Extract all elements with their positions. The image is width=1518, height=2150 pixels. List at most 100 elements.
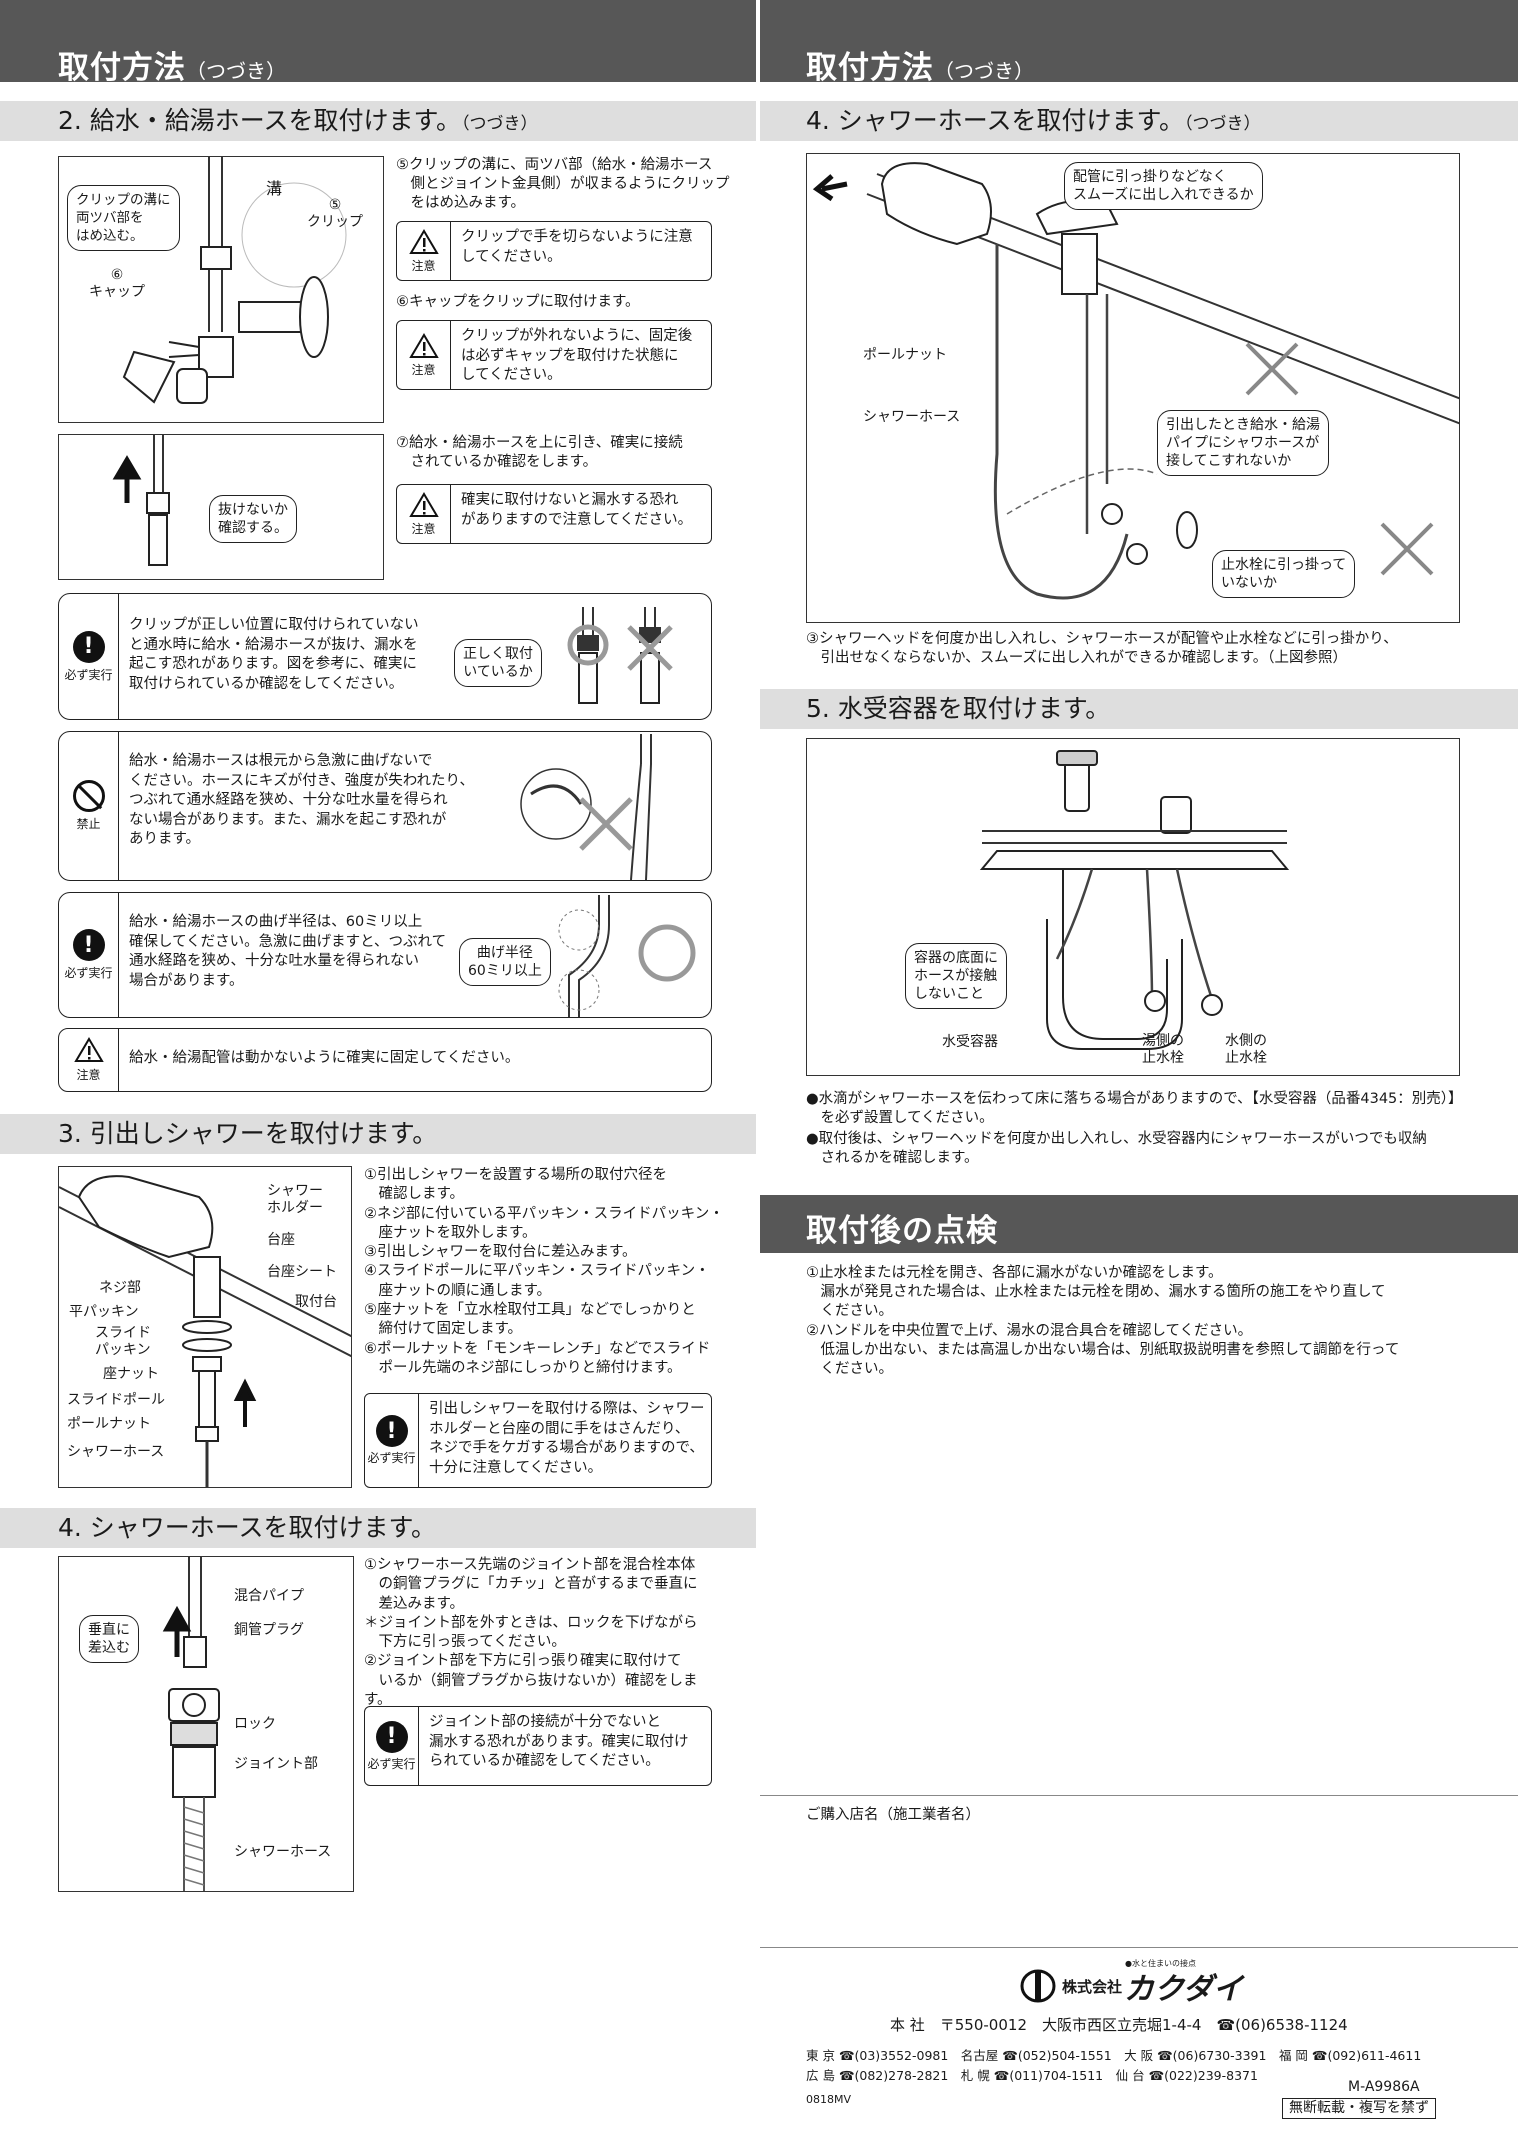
tagline: ●水と住まいの接点 [1125, 1959, 1196, 1968]
caution-icon-3: 注意 [397, 485, 451, 543]
base-label: 台座 [267, 1232, 295, 1248]
left-header: 取付方法（つづき） [0, 0, 756, 86]
container-bottom-bubble: 容器の底面に ホースが接触 しないこと [905, 943, 1007, 1009]
shower-install-illustration [59, 1175, 351, 1487]
step-5-text: ⑤クリップの溝に、両ツバ部（給水・給湯ホース 側とジョイント金具側）が収まるよう… [396, 157, 730, 211]
slide-pole-label: スライドポール [67, 1392, 165, 1408]
mount-label: 取付台 [295, 1294, 337, 1310]
caution-text-3: 確実に取付けないと漏水する恐れ がありますので注意してください。 [461, 492, 693, 528]
exclamation-icon: ! [375, 1415, 408, 1447]
water-receiver-label: 水受容器 [942, 1034, 998, 1050]
caution-box-3: 注意 確実に取付けないと漏水する恐れ がありますので注意してください。 [396, 484, 712, 544]
must-icon-2: !必ず実行 [59, 893, 119, 1017]
shower-holder-label: シャワー ホルダー [267, 1183, 323, 1216]
clip-illustration [122, 157, 347, 404]
section-4-cont-heading: 4. シャワーホースを取付けます。（つづき） [760, 101, 1518, 141]
caution-icon-1: 注意 [397, 222, 451, 280]
section-4-heading: 4. シャワーホースを取付けます。 [0, 1508, 756, 1548]
seat-nut-label: 座ナット [103, 1366, 159, 1382]
exclamation-icon: ! [72, 929, 105, 961]
water-receiver-illustration [979, 750, 1290, 1050]
shower-hose-label: シャワーホース [67, 1444, 165, 1460]
prohibit-icon-cell: 禁止 [59, 732, 119, 880]
must-icon-4: !必ず実行 [365, 1707, 419, 1785]
joint-label: ジョイント部 [234, 1756, 318, 1772]
pole-nut-label-2: ポールナット [863, 347, 947, 363]
cold-stopcock-label: 水側の 止水栓 [1225, 1033, 1267, 1066]
note-1-text: ●水滴がシャワーホースを伝わって床に落ちる場合がありますので、【水受容器（品番4… [806, 1091, 1463, 1126]
clip-figure: クリップの溝に 両ツバ部を はめ込む。 溝 ⑤ クリップ ⑥ キャップ [58, 156, 384, 423]
caution-text-4: 給水・給湯配管は動かないように確実に固定してください。 [129, 1050, 520, 1066]
section-5-heading: 5. 水受容器を取付けます。 [760, 689, 1518, 729]
shower-install-figure: シャワー ホルダー 台座 台座シート 取付台 ネジ部 平パッキン スライド パッ… [58, 1166, 352, 1488]
left-header-title: 取付方法（つづき） [58, 50, 286, 86]
exclamation-icon: ! [72, 630, 105, 663]
headquarters-line: 本 社 〒550-0012 大阪市西区立売堀1-4-4 ☎(06)6538-11… [890, 2016, 1348, 2034]
hose-routing-illustration [812, 162, 1459, 600]
inspection-step-2: ②ハンドルを中央位置で上げ、湯水の混合具合を確認してください。 低温しか出ない、… [806, 1323, 1400, 1377]
caution-text-1: クリップで手を切らないように注意 してください。 [461, 229, 693, 265]
caution-text-2: クリップが外れないように、固定後 は必ずキャップを取付けた状態に してください。 [461, 328, 693, 383]
section-2-heading: 2. 給水・給湯ホースを取付けます。（つづき） [0, 101, 756, 141]
hose-joint-figure: 垂直に 差込む 混合パイプ 銅管プラグ ロック ジョイント部 シャワーホース [58, 1556, 354, 1892]
flat-packing-label: 平パッキン [69, 1304, 139, 1320]
must-icon-1: !必ず実行 [59, 594, 119, 719]
brand-name: カクダイ [1124, 1972, 1243, 2007]
must-box-3: !必ず実行 引出しシャワーを取付ける際は、シャワー ホルダーと台座の間に手をはさ… [364, 1393, 712, 1488]
must-text-3: 引出しシャワーを取付ける際は、シャワー ホルダーと台座の間に手をはさんだり、 ネ… [429, 1401, 705, 1476]
clip-correct-illustration [567, 607, 673, 704]
clip-label: ⑤ クリップ [307, 197, 363, 230]
copyright-notice: 無断転載・複写を禁ず [1282, 2098, 1436, 2119]
step-6-text: ⑥キャップをクリップに取付けます。 [396, 294, 640, 310]
vertical-insert-bubble: 垂直に 差込む [79, 1615, 139, 1663]
warning-icon [408, 332, 439, 358]
inspection-header: 取付後の点検 [760, 1195, 1518, 1253]
cap-label: ⑥ キャップ [89, 267, 145, 300]
caution-box-4: 注意 給水・給湯配管は動かないように確実に固定してください。 [58, 1028, 712, 1092]
warning-icon [73, 1037, 104, 1062]
pull-check-illustration [112, 435, 170, 566]
base-sheet-label: 台座シート [267, 1264, 337, 1280]
groove-label: 溝 [266, 179, 283, 198]
shop-divider [760, 1795, 1518, 1796]
note-2-text: ●取付後は、シャワーヘッドを何度か出し入れし、水受容器内にシャワーホースがいつで… [806, 1131, 1427, 1166]
clip-bubble: クリップの溝に 両ツバ部を はめ込む。 [67, 185, 180, 251]
warning-icon [408, 228, 439, 254]
branch-line-2: 広 島 ☎(082)278-2821 札 幌 ☎(011)704-1511 仙 … [806, 2068, 1258, 2083]
company-type: 株式会社 [1062, 1977, 1123, 1996]
must-text-2: 給水・給湯ホースの曲げ半径は、60ミリ以上 確保してください。急激に曲げますと、… [129, 914, 447, 989]
section-4-steps: ①シャワーホース先端のジョイント部を混合栓本体 の銅管プラグに「カチッ」と音がす… [364, 1557, 698, 1709]
inspection-title: 取付後の点検 [806, 1213, 998, 1249]
slide-packing-label: スライド パッキン [95, 1325, 151, 1358]
must-text-4: ジョイント部の接続が十分でないと 漏水する恐れがあります。確実に取付け られてい… [429, 1714, 689, 1769]
bend-prohibit-illustration [520, 734, 652, 880]
thread-label: ネジ部 [99, 1280, 141, 1296]
pull-check-figure: 抜けないか 確認する。 [58, 434, 384, 580]
company-logo: 株式会社 カクダイ [1018, 1966, 1243, 2007]
lock-label: ロック [234, 1716, 276, 1732]
step-3-check-text: ③シャワーヘッドを何度か出し入れし、シャワーホースが配管や止水栓などに引っ掛かり… [806, 631, 1398, 666]
warning-icon [408, 491, 439, 517]
prohibit-text: 給水・給湯ホースは根元から急激に曲げないで ください。ホースにキズが付き、強度が… [129, 753, 474, 847]
bend-radius-bubble: 曲げ半径 60ミリ以上 [459, 938, 551, 986]
hose-routing-figure: 配管に引っ掛りなどなく スムーズに出し入れできるか 引出したとき給水・給湯 パイ… [806, 153, 1460, 623]
section-3-heading: 3. 引出しシャワーを取付けます。 [0, 1114, 756, 1154]
kakudai-logo-icon [1020, 1969, 1056, 2003]
must-box-2: !必ず実行 給水・給湯ホースの曲げ半径は、60ミリ以上 確保してください。急激に… [58, 892, 712, 1018]
step-7-text: ⑦給水・給湯ホースを上に引き、確実に接続 されているか確認をします。 [396, 435, 683, 470]
shower-hose-label-2: シャワーホース [234, 1844, 332, 1860]
branch-line-1: 東 京 ☎(03)3552-0981 名古屋 ☎(052)504-1551 大 … [806, 2048, 1422, 2063]
exclamation-icon: ! [375, 1720, 408, 1753]
right-header-title: 取付方法（つづき） [806, 50, 1034, 86]
pull-check-bubble: 抜けないか 確認する。 [209, 495, 297, 543]
caution-icon-2: 注意 [397, 321, 451, 389]
prohibit-box: 禁止 給水・給湯ホースは根元から急激に曲げないで ください。ホースにキズが付き、… [58, 731, 712, 881]
print-date: 0818MV [806, 2093, 852, 2106]
shop-name-label: ご購入店名（施工業者名） [806, 1807, 980, 1823]
must-box-4: !必ず実行 ジョイント部の接続が十分でないと 漏水する恐れがあります。確実に取付… [364, 1706, 712, 1786]
section-3-steps: ①引出しシャワーを設置する場所の取付穴径を 確認します。 ②ネジ部に付いている平… [364, 1167, 724, 1376]
footer-divider [760, 1947, 1518, 1948]
must-icon-3: !必ず実行 [365, 1394, 419, 1487]
stopcock-check-bubble: 止水栓に引っ掛って いないか [1212, 550, 1356, 598]
prohibit-icon [72, 780, 105, 812]
